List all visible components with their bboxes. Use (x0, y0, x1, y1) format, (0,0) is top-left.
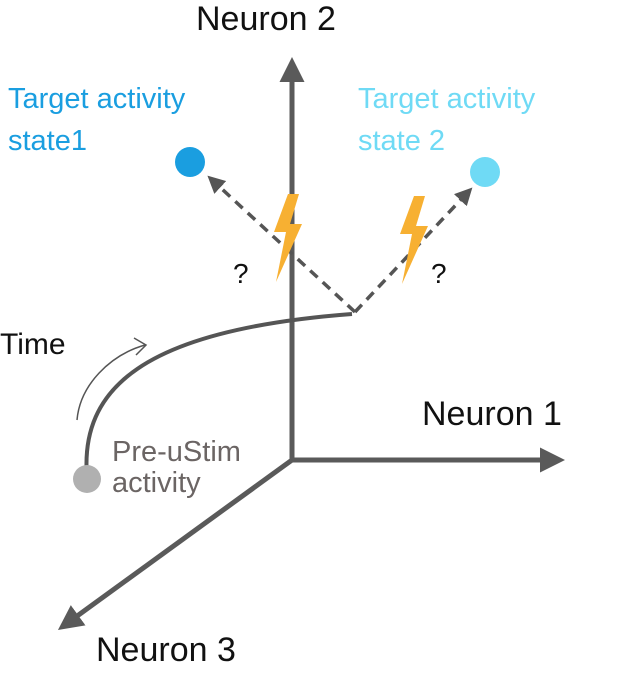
neuron3-axis (57, 457, 294, 630)
lightning-bolt-icon (274, 194, 302, 282)
target2-label: Target activity state 2 (358, 78, 535, 162)
target1-point (175, 147, 205, 177)
target1-label-line2: state1 (8, 125, 87, 157)
neuron3-label: Neuron 3 (96, 631, 236, 669)
neuron1-label: Neuron 1 (422, 395, 562, 433)
question-mark-2: ? (431, 258, 447, 289)
pre-ustim-point (73, 465, 101, 493)
target1-label: Target activity state1 (8, 78, 185, 162)
target1-label-line1: Target activity (8, 83, 186, 115)
question-mark-1: ? (233, 258, 249, 289)
pre-ustim-label-line1: Pre-uStim (112, 436, 241, 468)
dashed-arrow-to-target2 (353, 187, 473, 314)
activity-trajectory (84, 312, 353, 478)
pre-ustim-label-line2: activity (112, 467, 201, 499)
time-arrow (76, 344, 146, 421)
time-arrow-head (133, 337, 148, 356)
neuron2-label: Neuron 2 (196, 0, 336, 38)
target2-label-line1: Target activity (358, 83, 536, 115)
target2-point (470, 157, 500, 187)
target2-label-line2: state 2 (358, 125, 446, 157)
lightning-bolt-icon (400, 196, 428, 284)
dashed-arrow-to-target1 (207, 175, 357, 314)
time-label: Time (0, 328, 66, 361)
pre-ustim-label: Pre-uStim activity (112, 437, 241, 499)
